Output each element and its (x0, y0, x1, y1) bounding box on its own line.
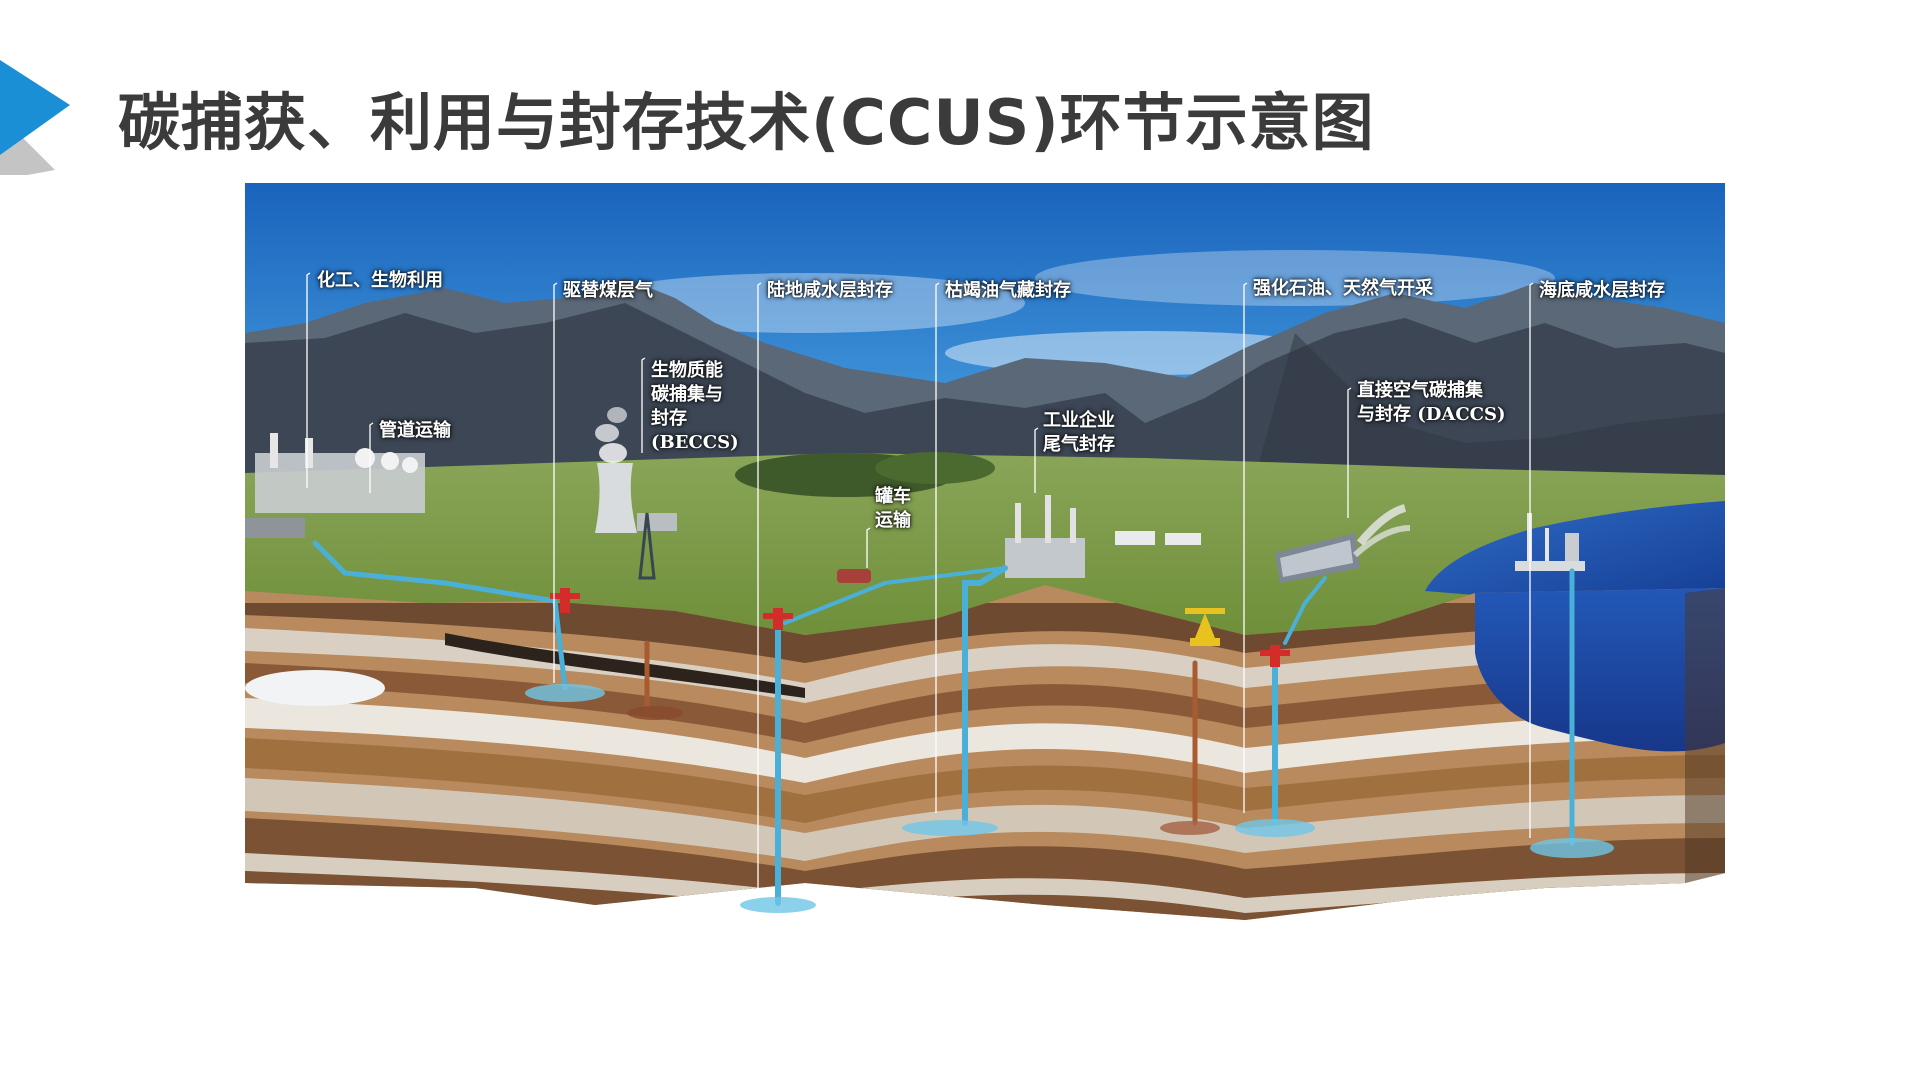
label-chem-bio-use: 化工、生物利用 (317, 270, 443, 291)
label-ecbm: 驱替煤层气 (563, 280, 653, 301)
label-saline-onshore: 陆地咸水层封存 (767, 280, 893, 301)
co2-plume (525, 684, 605, 702)
forest (875, 452, 995, 484)
tanker-truck (837, 569, 871, 583)
oil-gas-pocket (1160, 821, 1220, 835)
label-saline-offshore: 海底咸水层封存 (1539, 280, 1665, 301)
co2-plume (740, 897, 816, 913)
slide-accent-arrow-icon (0, 60, 70, 175)
label-beccs-line: 封存 (651, 408, 687, 429)
label-industrial-line: 尾气封存 (1043, 434, 1115, 455)
ccus-illustration (245, 183, 1725, 920)
daccs-facility (1275, 504, 1411, 583)
co2-plume (1530, 838, 1614, 858)
cloud (1035, 250, 1555, 306)
label-depleted-reservoir: 枯竭油气藏封存 (945, 280, 1071, 301)
ccus-diagram: 化工、生物利用 驱替煤层气 陆地咸水层封存 枯竭油气藏封存 强化石油、天然气开采… (245, 183, 1725, 983)
label-tanker: 罐车 运输 (875, 485, 911, 533)
callout-leader-lines (306, 272, 1534, 893)
co2-plume (1235, 819, 1315, 837)
label-industrial: 工业企业 尾气封存 (1043, 409, 1115, 457)
strata-side-face (1685, 588, 1725, 883)
page-title: 碳捕获、利用与封存技术(CCUS)环节示意图 (118, 86, 1375, 159)
label-tanker-line: 运输 (875, 510, 911, 531)
label-beccs-line: 碳捕集与 (651, 384, 723, 405)
oil-gas-pocket (627, 706, 683, 720)
label-industrial-line: 工业企业 (1043, 410, 1115, 431)
wellhead-icon (550, 588, 1290, 667)
industrial-plant (1005, 495, 1201, 578)
label-pipeline: 管道运输 (379, 420, 451, 441)
label-eor-egr: 强化石油、天然气开采 (1253, 278, 1433, 299)
drill-derrick-icon (638, 512, 656, 580)
co2-plume (902, 820, 998, 836)
geological-strata (245, 585, 1725, 920)
injection-pipes (312, 540, 1575, 906)
label-beccs: 生物质能 碳捕集与 封存 (BECCS) (651, 359, 739, 455)
label-tanker-line: 罐车 (875, 486, 911, 507)
label-beccs-line: 生物质能 (651, 360, 723, 381)
label-daccs-line: 直接空气碳捕集 (1357, 380, 1483, 401)
label-daccs: 直接空气碳捕集 与封存 (DACCS) (1357, 379, 1506, 427)
beccs-plant (595, 407, 677, 533)
pumpjack-icon (1185, 608, 1225, 646)
label-daccs-line: 与封存 (DACCS) (1357, 404, 1506, 425)
label-beccs-line: (BECCS) (651, 432, 739, 453)
